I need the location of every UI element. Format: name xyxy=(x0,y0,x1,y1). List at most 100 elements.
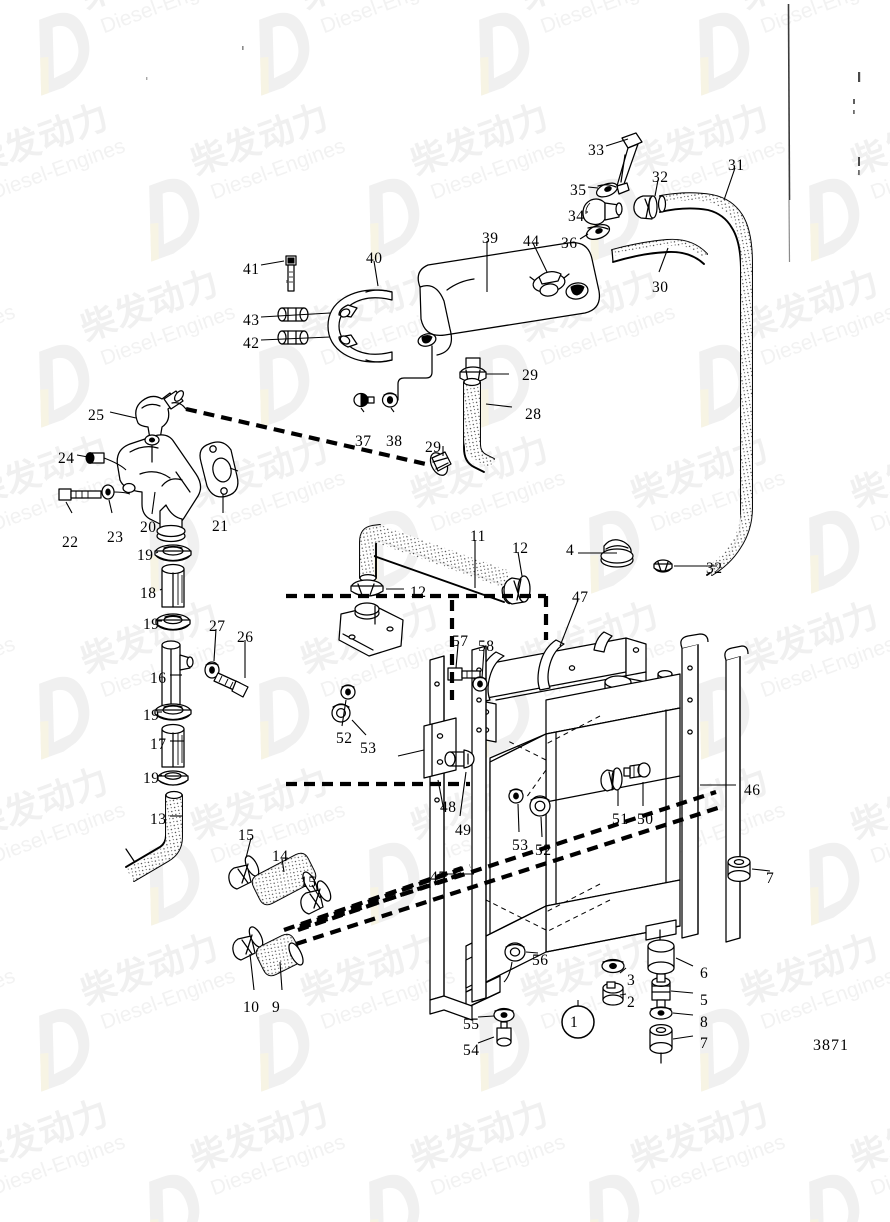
tee-fitting-34 xyxy=(582,198,623,226)
callout-13: 13 xyxy=(150,811,167,828)
hose-31 xyxy=(657,192,753,576)
expansion-tank-39 xyxy=(417,241,601,371)
bolt-26 xyxy=(213,672,249,698)
callout-53: 53 xyxy=(512,837,529,854)
bolt-57 xyxy=(447,667,481,681)
callout-58: 58 xyxy=(478,638,495,655)
callout-32: 32 xyxy=(706,560,723,577)
callout-38: 38 xyxy=(386,433,403,450)
pipe-16 xyxy=(161,640,194,708)
callout-33: 33 xyxy=(588,142,605,159)
tank-left-port xyxy=(417,333,437,347)
bolt-54 xyxy=(496,1021,512,1047)
clamp-12-b xyxy=(503,575,531,605)
nut-2 xyxy=(602,981,624,1006)
callout-53: 53 xyxy=(360,740,377,757)
callout-6: 6 xyxy=(700,965,709,982)
callout-10: 10 xyxy=(243,999,260,1016)
callout-44: 44 xyxy=(523,233,540,250)
callout-52: 52 xyxy=(336,730,353,747)
callout-12: 12 xyxy=(512,540,529,557)
tank-port xyxy=(565,282,589,300)
clamp-32-lower xyxy=(653,559,673,573)
washer-8 xyxy=(649,1006,673,1020)
callout-55: 55 xyxy=(463,1016,480,1033)
bracket-48 xyxy=(397,717,457,779)
callout-39: 39 xyxy=(482,230,499,247)
rubber-mount-6 xyxy=(647,939,675,975)
callout-8: 8 xyxy=(700,1014,709,1031)
callout-28: 28 xyxy=(525,406,542,423)
hose-9 xyxy=(255,933,304,977)
callout-36: 36 xyxy=(561,235,578,252)
washer-58 xyxy=(472,676,488,692)
seal-ring-19-b xyxy=(155,613,191,631)
callout-21: 21 xyxy=(212,518,229,535)
callout-26: 26 xyxy=(237,629,254,646)
washer-53-mid xyxy=(508,788,524,804)
leader-lines xyxy=(65,138,771,1044)
callout-32: 32 xyxy=(652,169,669,186)
callout-42: 42 xyxy=(243,335,260,352)
callout-30: 30 xyxy=(652,279,669,296)
washer-55 xyxy=(493,1007,515,1023)
callout-25: 25 xyxy=(88,407,105,424)
washer-27 xyxy=(204,661,220,679)
callout-11: 11 xyxy=(470,528,486,545)
callout-49: 49 xyxy=(455,822,472,839)
callout-47: 47 xyxy=(572,589,589,606)
washer-53-left xyxy=(340,684,356,700)
callout-43: 43 xyxy=(243,312,260,329)
callout-29: 29 xyxy=(522,367,539,384)
callout-29: 29 xyxy=(425,439,442,456)
callout-19: 19 xyxy=(143,770,160,787)
callout-31: 31 xyxy=(728,157,745,174)
nut-52-left xyxy=(331,703,351,723)
washer-38 xyxy=(381,392,399,408)
plug-24 xyxy=(85,452,127,471)
drawing-number: 3871 xyxy=(813,1037,849,1054)
tank-strap-40 xyxy=(327,289,393,363)
stud-5 xyxy=(651,973,671,1009)
seal-ring-19-d xyxy=(157,770,189,786)
seal-ring-19-c xyxy=(154,703,192,721)
callout-22: 22 xyxy=(62,534,79,551)
spacer-43 xyxy=(277,307,309,322)
bracket-under-hose xyxy=(338,602,404,657)
assembly-ref-circle xyxy=(561,1005,595,1039)
callout-15: 15 xyxy=(300,874,317,891)
dashed-pipe-upper xyxy=(185,406,431,468)
callout-34: 34 xyxy=(568,208,585,225)
callout-27: 27 xyxy=(209,618,226,635)
callout-16: 16 xyxy=(150,670,167,687)
hose-30 xyxy=(611,238,708,265)
callout-40: 40 xyxy=(366,250,383,267)
washer-35 xyxy=(595,182,619,198)
bolt-41 xyxy=(285,255,297,292)
fitting-33-valve xyxy=(616,132,643,195)
spacer-42 xyxy=(277,330,309,345)
hose-13 xyxy=(125,790,183,882)
nut-56 xyxy=(503,942,526,983)
callout-2: 2 xyxy=(627,994,636,1011)
callout-12: 12 xyxy=(410,584,427,601)
nut-52-mid xyxy=(529,795,551,817)
callout-24: 24 xyxy=(58,450,75,467)
seal-ring-19-a xyxy=(154,544,192,562)
dashed-pipe-lower-long-2 xyxy=(295,804,725,946)
callout-37: 37 xyxy=(355,433,372,450)
callout-3: 3 xyxy=(627,972,636,989)
callout-52: 52 xyxy=(535,842,552,859)
clamp-29-lower xyxy=(429,451,452,476)
callout-41: 41 xyxy=(243,261,260,278)
washer-36 xyxy=(585,224,611,240)
callout-9: 9 xyxy=(272,999,281,1016)
callout-20: 20 xyxy=(140,519,157,536)
plug-37 xyxy=(353,392,375,408)
radiator-side-support-46 xyxy=(680,633,749,943)
hose-clamp-32 xyxy=(633,195,658,220)
nut-51 xyxy=(600,767,623,792)
callout-19: 19 xyxy=(137,547,154,564)
filler-cap-44 xyxy=(529,270,570,297)
callout-35: 35 xyxy=(570,182,587,199)
